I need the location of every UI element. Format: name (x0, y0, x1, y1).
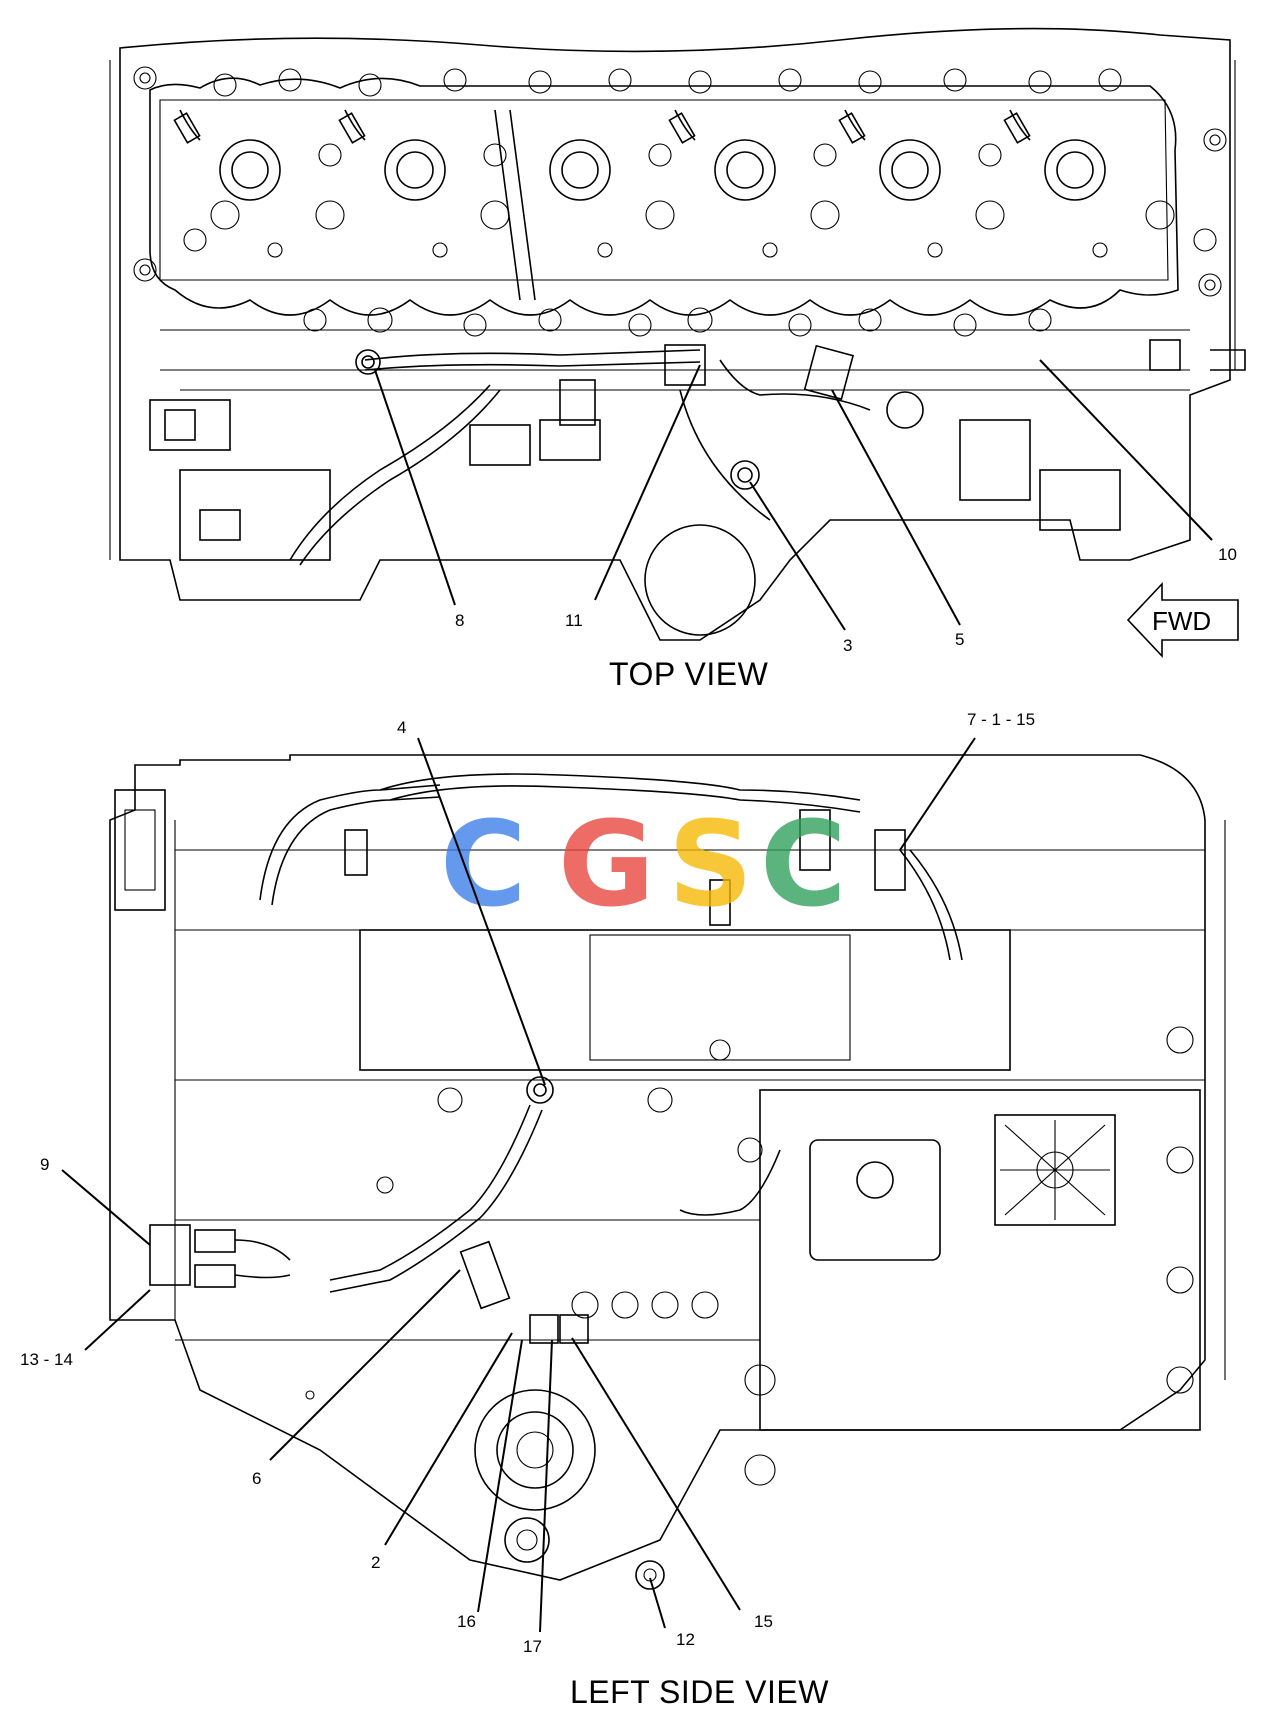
callout-13-14: 13 - 14 (20, 1350, 73, 1369)
left-side-leaders (61, 737, 976, 1633)
callout-6: 6 (252, 1469, 261, 1488)
callout-3: 3 (843, 636, 852, 655)
left-side-view-title: LEFT SIDE VIEW (570, 1674, 829, 1710)
callout-9: 9 (40, 1155, 49, 1174)
callout-2: 2 (371, 1553, 380, 1572)
watermark-letter-3: S (668, 795, 753, 933)
callout-7-1-15: 7 - 1 - 15 (967, 710, 1035, 729)
left-side-engine (109, 754, 1226, 1590)
callout-16: 16 (457, 1612, 476, 1631)
fwd-arrow: FWD (1126, 581, 1239, 659)
callout-11: 11 (565, 611, 583, 630)
callout-5: 5 (955, 630, 964, 649)
watermark-letter-4: C (760, 795, 847, 933)
callout-12: 12 (676, 1630, 695, 1649)
left-side-harness (149, 773, 963, 1344)
callout-10: 10 (1218, 545, 1237, 564)
injector-harness (173, 109, 1031, 301)
watermark: C G S C (440, 795, 847, 933)
cylinder-bores (219, 139, 1106, 201)
callout-8: 8 (455, 611, 464, 630)
fwd-label: FWD (1152, 606, 1211, 636)
top-view-title: TOP VIEW (609, 656, 769, 692)
watermark-letter-2: G (558, 795, 655, 933)
top-view-leaders (374, 359, 1213, 631)
callout-15: 15 (754, 1612, 773, 1631)
top-view-lower-components (149, 339, 1246, 636)
callout-17: 17 (523, 1637, 542, 1656)
top-view-engine (109, 27, 1236, 641)
watermark-letter-1: C (440, 795, 527, 933)
head-bolts (133, 66, 1227, 337)
callout-4: 4 (397, 718, 406, 737)
